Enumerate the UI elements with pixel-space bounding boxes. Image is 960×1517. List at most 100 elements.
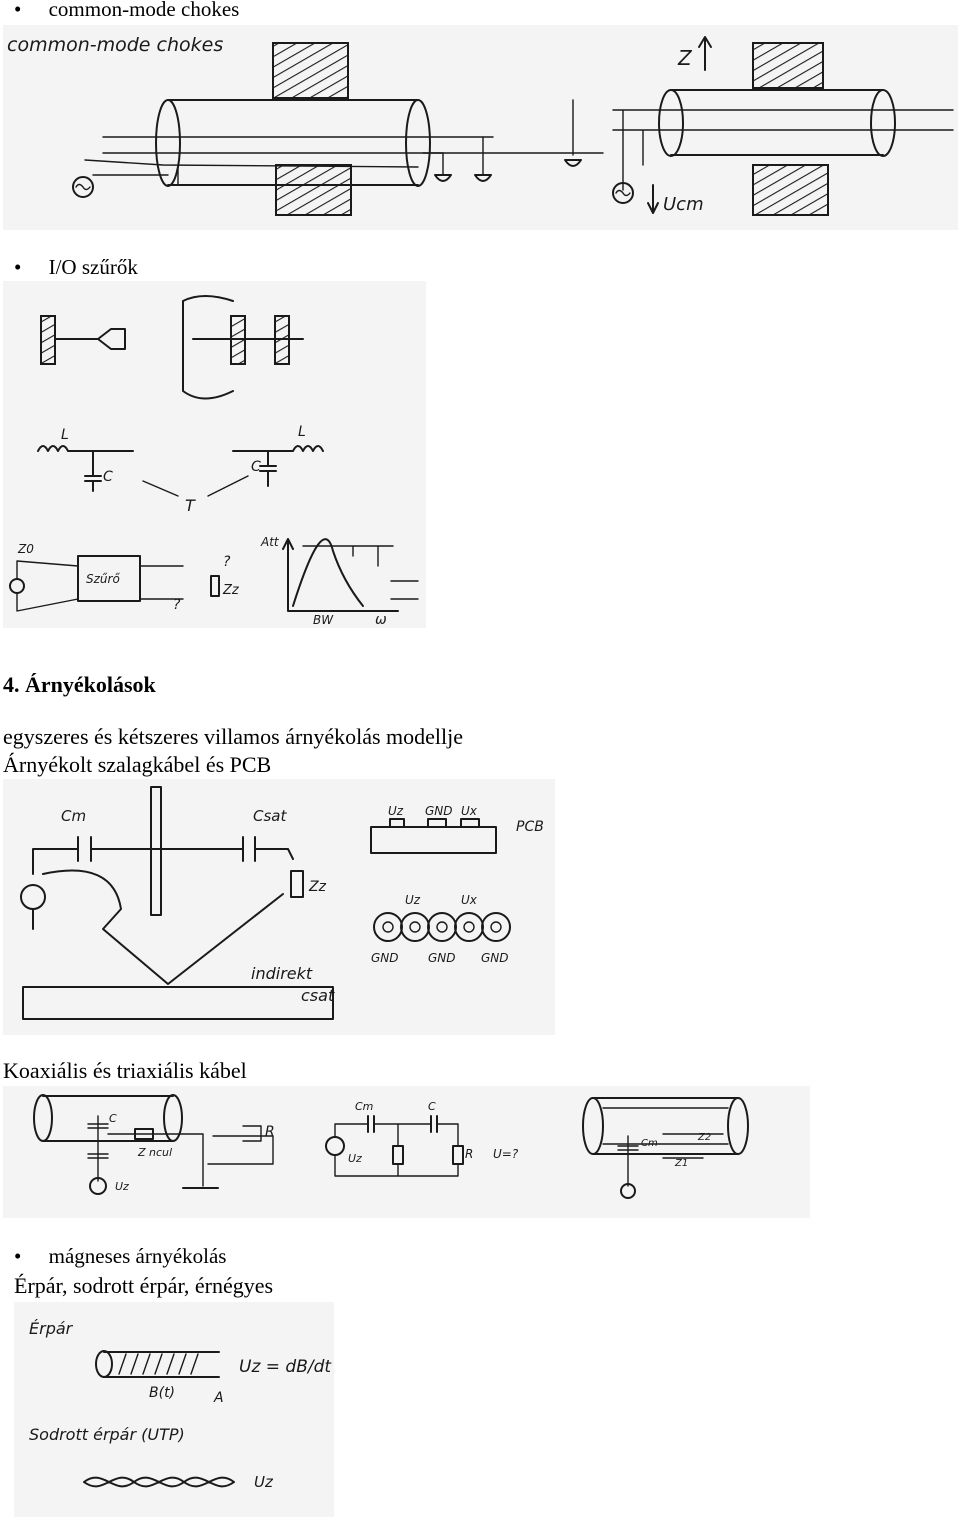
core-block-bottom-right xyxy=(752,164,829,216)
bullet-text-magnetic: mágneses árnyékolás xyxy=(48,1244,227,1268)
core-block-bottom xyxy=(275,164,352,216)
pcb-trace-2 xyxy=(427,818,447,828)
t-label: T xyxy=(185,496,196,515)
coax-zncul-label: Z ncul xyxy=(137,1146,172,1159)
model-caps xyxy=(367,1115,438,1133)
sketch-title: common-mode chokes xyxy=(7,34,223,56)
indirect-label: indirekt xyxy=(251,964,313,983)
pairs-text: Érpár, sodrott érpár, érnégyes xyxy=(14,1273,274,1298)
bullet-text-io-filters: I/O szűrők xyxy=(48,255,138,279)
zz-resistor xyxy=(210,575,220,597)
bw-label: BW xyxy=(313,613,334,627)
bullet-glyph: • xyxy=(14,1244,22,1268)
ucm-label: Ucm xyxy=(663,194,704,215)
tube-left xyxy=(167,99,419,186)
triax-z2-label: Z2 xyxy=(697,1132,711,1143)
housing xyxy=(182,295,234,400)
pcb-label: PCB xyxy=(516,819,544,835)
twisted-pair-drawing xyxy=(83,1476,235,1488)
bullet-glyph: • xyxy=(14,0,22,21)
capacitors-top xyxy=(77,836,256,862)
twisted-uz-label: Uz xyxy=(254,1473,274,1491)
model-r2 xyxy=(452,1145,464,1165)
ribbon-gnd-a: GND xyxy=(371,951,399,965)
lc-filter-right xyxy=(232,445,324,487)
coax-uz-label: Uz xyxy=(115,1180,129,1193)
arrows-to-t xyxy=(142,475,249,497)
top-wire xyxy=(32,848,294,875)
triax-circuit xyxy=(617,1133,724,1187)
ribbon-cable-text: Árnyékolt szalagkábel és PCB xyxy=(3,752,272,777)
cm-label: Cm xyxy=(61,807,86,825)
model-u-label: U=? xyxy=(493,1147,519,1161)
pair-loop-left xyxy=(95,1350,113,1378)
coax-text: Koaxiális és triaxiális kábel xyxy=(3,1058,247,1083)
pair-conductors xyxy=(103,1351,220,1378)
up-arrow xyxy=(698,36,712,71)
csat2-label: csat xyxy=(301,986,335,1005)
filter-label: Szűrő xyxy=(86,572,120,586)
model-c-label: C xyxy=(428,1100,436,1113)
filter-wires xyxy=(16,560,184,612)
bullet-glyph: • xyxy=(14,255,22,279)
model-circuit xyxy=(334,1123,459,1177)
coax-impedance xyxy=(134,1128,154,1140)
wires xyxy=(177,99,574,186)
bt-label: B(t) xyxy=(149,1385,175,1401)
pcb-trace-3 xyxy=(460,818,480,828)
csat-label: Csat xyxy=(253,807,287,825)
bullet-io-filters: • I/O szűrők xyxy=(14,255,138,280)
ground-plane xyxy=(22,986,334,1020)
filter-details xyxy=(302,545,419,600)
coax-body xyxy=(42,1095,174,1142)
zz-ribbon-label: Zz xyxy=(308,879,327,895)
bullet-text-cm-chokes: common-mode chokes xyxy=(48,0,240,21)
conductors xyxy=(84,136,604,176)
ribbon-gnd-b: GND xyxy=(428,951,456,965)
source-symbol-right xyxy=(612,182,634,204)
ground-paths xyxy=(32,869,284,985)
common-mode-chokes-sketch: common-mode chokes Z Ucm xyxy=(3,25,958,230)
triax-cm-label: Cm xyxy=(641,1138,658,1149)
load-symbols xyxy=(434,159,582,182)
lc-filter-left xyxy=(37,445,134,492)
bullet-cm-chokes: • common-mode chokes xyxy=(14,0,239,22)
filter-box xyxy=(77,555,141,602)
l-label-1: L xyxy=(61,427,69,443)
coax-end-left xyxy=(33,1094,53,1142)
vertical-conductor xyxy=(150,786,162,916)
model-r-label: R xyxy=(465,1147,473,1161)
source-symbol xyxy=(72,176,94,198)
triax-z1-label: Z1 xyxy=(674,1158,688,1169)
tube2-left-end xyxy=(658,89,684,157)
source-wave-right xyxy=(615,189,631,197)
ribbon-ux-label: Ux xyxy=(461,893,478,907)
q-label-1: ? xyxy=(223,554,231,570)
pair-flux-hatch xyxy=(118,1353,199,1375)
conductors-right xyxy=(612,109,954,191)
z-label: Z xyxy=(677,46,693,70)
omega-label: ω xyxy=(375,612,387,628)
tube-right-end xyxy=(405,99,431,187)
ribbon-pcb-sketch: Cm Csat Zz indirekt csat Uz GND Ux PCB U… xyxy=(3,779,555,1035)
att-label: Att xyxy=(260,535,280,549)
twisted-pair-sketch: Érpár Uz = dB/dt B(t) A Sodrott érpár (U… xyxy=(14,1302,334,1517)
q-label-2: ? xyxy=(173,597,181,613)
core-block-top-right xyxy=(752,42,824,89)
coax-end-right xyxy=(163,1094,183,1142)
pcb-gnd-label: GND xyxy=(425,804,453,818)
io-filter-sketch: L C L C T Szűrő Z0 Zz ? ? Att BW ω xyxy=(3,281,426,628)
coax-triax-sketch: C Z ncul R Uz Cm C R U=? Uz Cm Z2 Z1 xyxy=(3,1086,810,1218)
a-label: A xyxy=(213,1390,224,1406)
tube2-right-end xyxy=(870,89,896,157)
wall-left xyxy=(40,315,56,365)
ribbon-conductors xyxy=(373,912,511,942)
coax-c-label: C xyxy=(109,1112,117,1125)
source-io xyxy=(9,578,25,594)
pcb-ux-label: Ux xyxy=(461,804,478,818)
att-curve xyxy=(292,538,364,607)
coax-r-label: R xyxy=(265,1124,275,1140)
bullet-magnetic: • mágneses árnyékolás xyxy=(14,1244,226,1269)
model-r1 xyxy=(392,1145,404,1165)
triax-inner xyxy=(602,1107,729,1145)
